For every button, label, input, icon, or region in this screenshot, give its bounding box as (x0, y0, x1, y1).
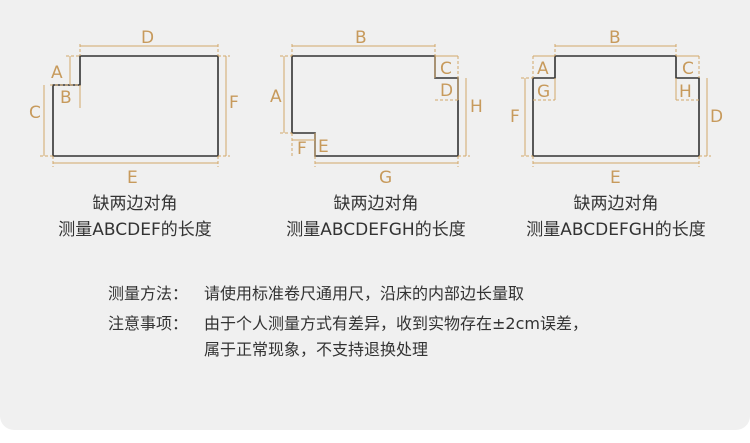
diagram-3-label-d: D (710, 107, 723, 127)
diagram-3-caption-line1: 缺两边对角 (573, 194, 659, 214)
diagram-2-label-e: E (318, 137, 329, 157)
diagram-1-label-c: C (29, 103, 41, 123)
diagram-1-label-e: E (127, 168, 138, 188)
diagram-3-label-b: B (609, 28, 621, 48)
diagram-2-caption-line1: 缺两边对角 (333, 194, 419, 214)
method-key: 测量方法： (108, 284, 189, 303)
caution-text-1: 由于个人测量方式有差异，收到实物存在±2cm误差， (204, 314, 588, 333)
diagram-1-label-d: D (141, 28, 154, 48)
diagram-3-label-f: F (510, 107, 520, 127)
method-text: 请使用标准卷尺通用尺，沿床的内部边长量取 (204, 284, 525, 303)
diagram-3-outline (532, 55, 700, 157)
diagram-3: B A G C H F D E (510, 28, 723, 188)
diagram-3-caption: 缺两边对角 测量ABCDEFGH的长度 (506, 191, 726, 243)
diagram-3-label-c: C (682, 59, 694, 79)
caution-row: 注意事项： 由于个人测量方式有差异，收到实物存在±2cm误差， (108, 311, 588, 337)
diagram-2-label-d: D (440, 81, 453, 101)
diagram-1-label-a: A (51, 63, 63, 83)
diagram-3-label-a: A (537, 59, 549, 79)
diagram-3-label-h: H (679, 82, 692, 102)
diagram-3-label-g: G (537, 82, 550, 102)
diagram-1-outline (52, 55, 219, 157)
caution-text-2: 属于正常现象，不支持退换处理 (204, 340, 429, 359)
diagram-3-caption-line2: 测量ABCDEFGH的长度 (526, 220, 706, 240)
method-row: 测量方法： 请使用标准卷尺通用尺，沿床的内部边长量取 (108, 281, 588, 307)
measurement-notes: 测量方法： 请使用标准卷尺通用尺，沿床的内部边长量取 注意事项： 由于个人测量方… (108, 281, 588, 363)
diagram-2-caption-line2: 测量ABCDEFGH的长度 (286, 220, 466, 240)
diagram-2-label-f: F (297, 139, 307, 159)
caution-key: 注意事项： (108, 314, 189, 333)
diagram-1-label-b: B (60, 88, 72, 108)
caution-row-2: 属于正常现象，不支持退换处理 (108, 337, 588, 363)
diagram-1: D A B C F E (29, 28, 239, 188)
diagram-1-caption-line1: 缺两边对角 (92, 194, 178, 214)
diagram-2-label-g: G (379, 168, 392, 188)
diagram-2-caption: 缺两边对角 测量ABCDEFGH的长度 (266, 191, 486, 243)
diagram-1-caption: 缺两边对角 测量ABCDEF的长度 (35, 191, 235, 243)
diagram-3-label-e: E (610, 168, 621, 188)
card-background (0, 0, 750, 430)
diagram-2-label-c: C (440, 59, 452, 79)
diagram-1-label-f: F (229, 93, 239, 113)
diagram-2: B C D A H F E G (270, 28, 483, 188)
diagram-2-label-b: B (355, 28, 367, 48)
diagram-2-outline (291, 55, 459, 157)
diagram-1-caption-line2: 测量ABCDEF的长度 (58, 220, 212, 240)
diagram-2-label-h: H (470, 97, 483, 117)
diagram-2-label-a: A (270, 87, 282, 107)
